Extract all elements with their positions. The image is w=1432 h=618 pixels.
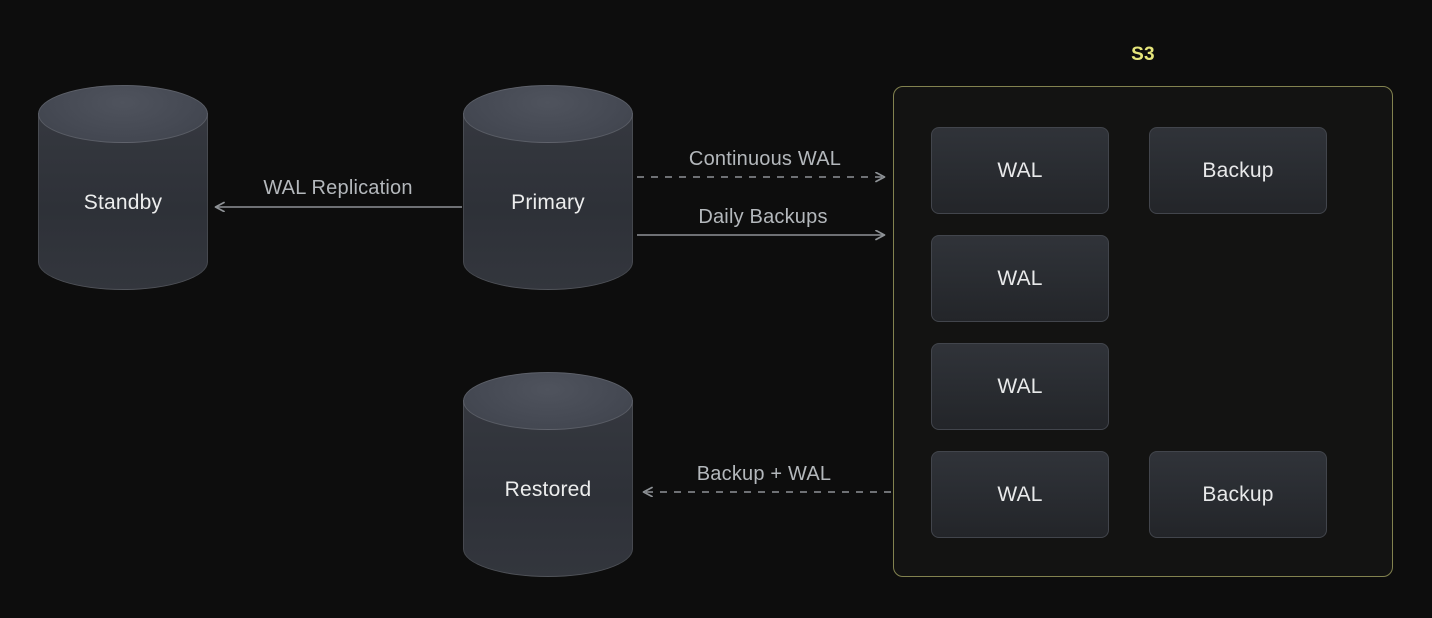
s3-wal-chip-3: WAL — [931, 343, 1109, 430]
s3-wal-chip-4: WAL — [931, 451, 1109, 538]
restored-label: Restored — [504, 478, 592, 501]
cylinder-top-ellipse — [463, 372, 633, 430]
restored-database-cylinder: Restored — [463, 372, 633, 577]
arrow-label-wal-replication: WAL Replication — [263, 177, 413, 199]
standby-label: Standby — [83, 191, 163, 214]
s3-title: S3 — [1131, 44, 1155, 65]
arrow-label-continuous-wal: Continuous WAL — [688, 148, 842, 170]
arrow-label-daily-backups: Daily Backups — [698, 206, 828, 228]
cylinder-top-ellipse — [463, 85, 633, 143]
s3-wal-chip-1: WAL — [931, 127, 1109, 214]
standby-database-cylinder: Standby — [38, 85, 208, 290]
s3-container: WAL Backup WAL WAL WAL Backup — [893, 86, 1393, 577]
s3-wal-chip-2: WAL — [931, 235, 1109, 322]
s3-backup-chip-1: Backup — [1149, 127, 1327, 214]
s3-backup-chip-2: Backup — [1149, 451, 1327, 538]
primary-database-cylinder: Primary — [463, 85, 633, 290]
primary-label: Primary — [511, 191, 585, 214]
arrow-label-backup-plus-wal: Backup + WAL — [696, 463, 832, 485]
cylinder-top-ellipse — [38, 85, 208, 143]
